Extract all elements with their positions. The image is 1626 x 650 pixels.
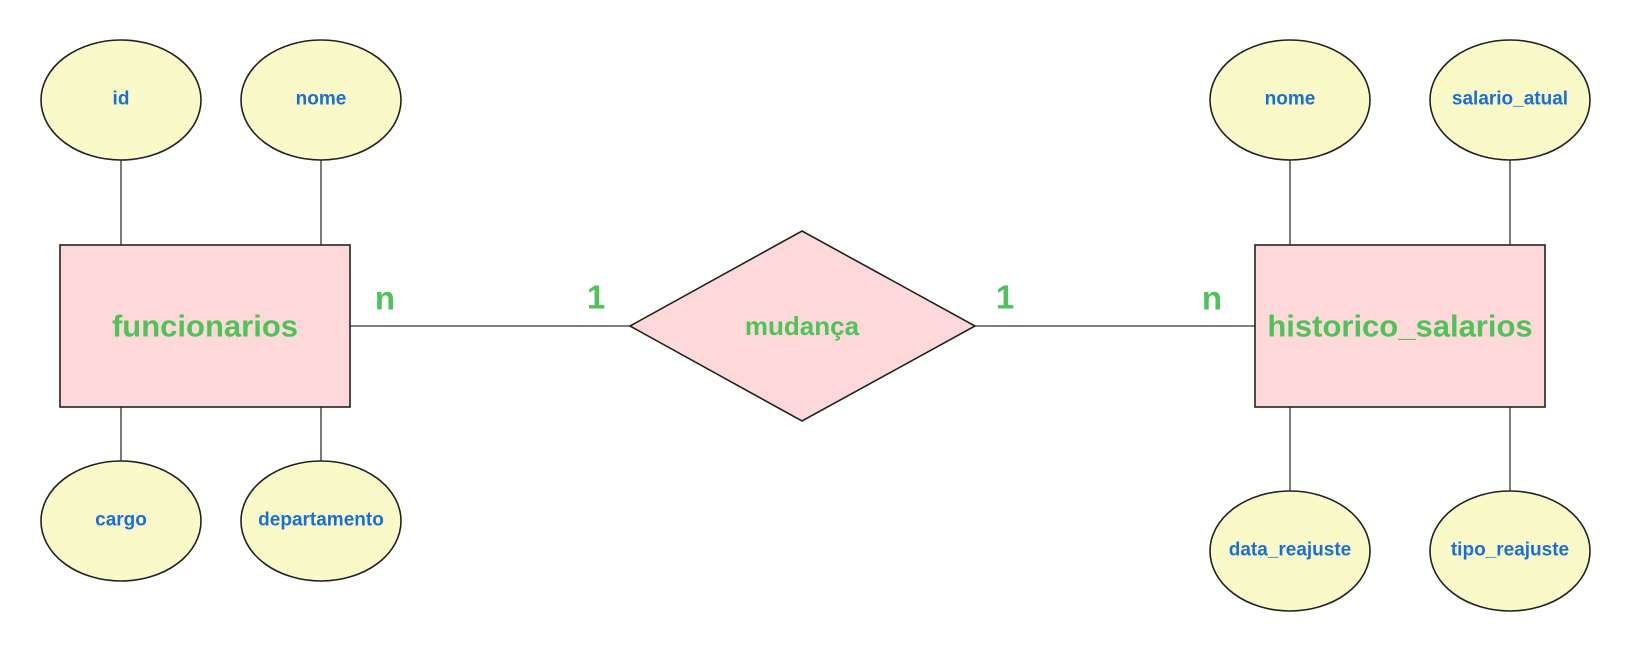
attribute-nome-funcionarios-shape xyxy=(240,39,402,161)
attribute-tipo-reajuste-shape xyxy=(1429,490,1591,612)
attribute-departamento-shape xyxy=(240,460,402,582)
entity-funcionarios-label: funcionarios xyxy=(112,309,298,344)
attribute-nome-funcionarios-label: nome xyxy=(296,89,347,110)
entity-historico-salarios-box xyxy=(1254,244,1546,408)
cardinality-left-entity: n xyxy=(375,280,395,317)
attribute-tipo-reajuste-label: tipo_reajuste xyxy=(1451,540,1569,561)
attribute-departamento[interactable]: departamento xyxy=(240,460,402,582)
attribute-salario-atual[interactable]: salario_atual xyxy=(1429,39,1591,161)
attribute-data-reajuste[interactable]: data_reajuste xyxy=(1209,490,1371,612)
entity-historico-salarios-label: historico_salarios xyxy=(1267,309,1532,344)
cardinality-left-relation: 1 xyxy=(587,279,605,316)
attribute-data-reajuste-label: data_reajuste xyxy=(1229,540,1352,561)
attribute-id-shape xyxy=(40,39,202,161)
attribute-id-label: id xyxy=(113,89,130,110)
attribute-tipo-reajuste[interactable]: tipo_reajuste xyxy=(1429,490,1591,612)
entity-funcionarios[interactable]: funcionarios xyxy=(59,244,351,408)
entity-historico-salarios[interactable]: historico_salarios xyxy=(1254,244,1546,408)
attribute-cargo-shape xyxy=(40,460,202,582)
attribute-nome-funcionarios[interactable]: nome xyxy=(240,39,402,161)
relationship-mudanca[interactable]: mudança xyxy=(628,230,977,422)
attribute-salario-atual-label: salario_atual xyxy=(1452,89,1568,110)
attribute-cargo-label: cargo xyxy=(95,510,147,531)
attribute-data-reajuste-shape xyxy=(1209,490,1371,612)
connectors xyxy=(120,160,1511,492)
attribute-departamento-label: departamento xyxy=(258,510,384,531)
cardinality-right-entity: n xyxy=(1202,280,1222,317)
attribute-salario-atual-shape xyxy=(1429,39,1591,161)
attribute-id[interactable]: id xyxy=(40,39,202,161)
attribute-nome-historico-shape xyxy=(1209,39,1371,161)
relationship-diamond xyxy=(628,230,977,422)
relationship-label: mudança xyxy=(745,311,860,341)
attribute-cargo[interactable]: cargo xyxy=(40,460,202,582)
attribute-nome-historico[interactable]: nome xyxy=(1209,39,1371,161)
cardinality-right-relation: 1 xyxy=(996,279,1014,316)
entity-funcionarios-box xyxy=(59,244,351,408)
attribute-nome-historico-label: nome xyxy=(1265,89,1316,110)
